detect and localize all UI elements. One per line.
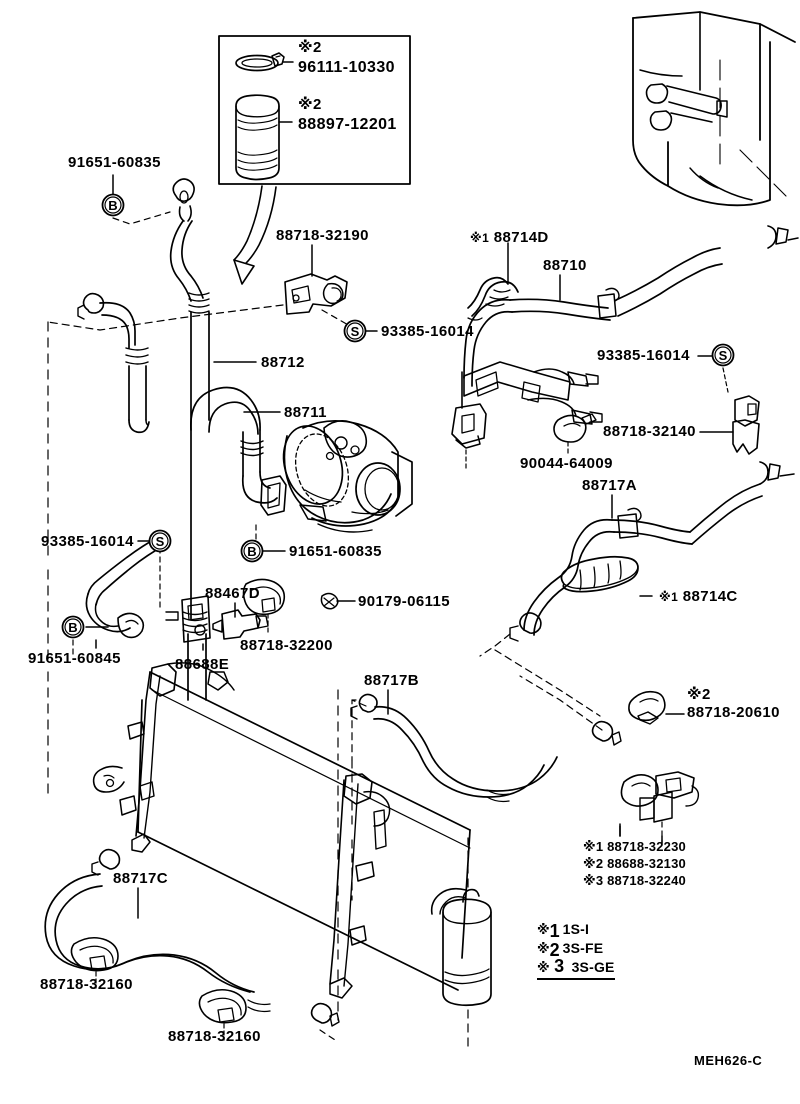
part-label-88718-32160-a: 88718-32160 xyxy=(40,976,133,993)
callout-letter: S xyxy=(719,348,728,363)
part-label-90179-06115: 90179-06115 xyxy=(358,593,450,610)
callout-circle-s: S xyxy=(343,319,367,343)
part-label-91651-60845: 91651-60845 xyxy=(28,650,121,667)
part-label-88714C: ※1 88714C xyxy=(659,589,738,604)
part-label-93385-16014-b: 93385-16014 xyxy=(41,533,134,550)
inset-part-1: 96111-10330 xyxy=(298,59,395,76)
legend-num-1: 1 xyxy=(549,921,560,941)
callout-letter: B xyxy=(68,620,77,635)
part-label-88467D: 88467D xyxy=(205,585,260,602)
callout-letter: B xyxy=(108,198,117,213)
footnote-part-1: 88718-32230 xyxy=(607,839,686,854)
legend-num-3: 3 xyxy=(554,956,565,976)
part-label-88717B: 88717B xyxy=(364,672,419,689)
legend-engine-2: 3S-FE xyxy=(562,940,604,956)
footnote-list: ※1 88718-32230 ※2 88688-32130 ※3 88718-3… xyxy=(583,838,686,889)
diagram-watermark: MEH626-C xyxy=(694,1053,763,1068)
part-label-88718-32200: 88718-32200 xyxy=(240,637,333,654)
part-label-93385-16014-a: 93385-16014 xyxy=(381,323,474,340)
part-label-88710: 88710 xyxy=(543,257,587,274)
part-label-88712: 88712 xyxy=(261,354,305,371)
inset-mark-2: ※2 xyxy=(298,96,322,113)
legend-mark-3: ※ xyxy=(537,960,550,975)
footnote-mark-1: ※1 xyxy=(583,839,604,854)
part-label-91651-60835-mid: 91651-60835 xyxy=(289,543,382,560)
footnote-part-3: 88718-32240 xyxy=(607,873,686,888)
part-number-88714C: 88714C xyxy=(682,588,738,605)
legend-row-2: ※ 2 3S-FE xyxy=(537,939,615,960)
part-label-88718-32140: 88718-32140 xyxy=(603,423,696,440)
part-label-88714D: ※1 88714D xyxy=(470,230,549,245)
footnote-row: ※3 88718-32240 xyxy=(583,872,686,889)
callout-circle-s: S xyxy=(711,343,735,367)
part-label-88711: 88711 xyxy=(284,404,327,421)
footnote-mark-3: ※3 xyxy=(583,873,604,888)
mark-star-88718-20610: ※2 xyxy=(687,686,711,703)
legend-row-1: ※ 1 1S-I xyxy=(537,920,615,941)
mark-star-88714C: ※1 xyxy=(659,590,679,604)
part-number-88714D: 88714D xyxy=(493,229,549,246)
callout-letter: S xyxy=(351,324,360,339)
callout-circle-b: B xyxy=(61,615,85,639)
callout-circle-b: B xyxy=(240,539,264,563)
inset-part-2: 88897-12201 xyxy=(298,116,397,133)
legend-engine-3: 3S-GE xyxy=(571,959,615,975)
callout-circle-b: B xyxy=(101,193,125,217)
callout-circle-s: S xyxy=(148,529,172,553)
part-label-88717A: 88717A xyxy=(582,477,637,494)
engine-code-legend: ※ 1 1S-I ※ 2 3S-FE ※ 3 3S-GE xyxy=(537,920,615,980)
part-label-91651-60835-top: 91651-60835 xyxy=(68,154,161,171)
part-label-88717C: 88717C xyxy=(113,870,168,887)
callout-letter: B xyxy=(247,544,256,559)
mark-star-88714D: ※1 xyxy=(470,231,490,245)
footnote-row: ※2 88688-32130 xyxy=(583,855,686,872)
part-label-88718-32160-b: 88718-32160 xyxy=(168,1028,261,1045)
footnote-row: ※1 88718-32230 xyxy=(583,838,686,855)
legend-row-3: ※ 3 3S-GE xyxy=(537,956,615,980)
part-label-88718-20610: 88718-20610 xyxy=(687,704,780,721)
callout-letter: S xyxy=(156,534,165,549)
legend-mark-1: ※ xyxy=(537,922,550,937)
footnote-part-2: 88688-32130 xyxy=(607,856,686,871)
part-label-93385-16014-c: 93385-16014 xyxy=(597,347,690,364)
legend-mark-2: ※ xyxy=(537,941,550,956)
part-label-88688E: 88688E xyxy=(175,656,230,673)
part-label-88718-32190: 88718-32190 xyxy=(276,227,369,244)
footnote-mark-2: ※2 xyxy=(583,856,604,871)
legend-num-2: 2 xyxy=(549,940,560,960)
inset-mark-1: ※2 xyxy=(298,39,322,56)
part-label-90044-64009: 90044-64009 xyxy=(520,455,613,472)
legend-engine-1: 1S-I xyxy=(562,921,590,937)
